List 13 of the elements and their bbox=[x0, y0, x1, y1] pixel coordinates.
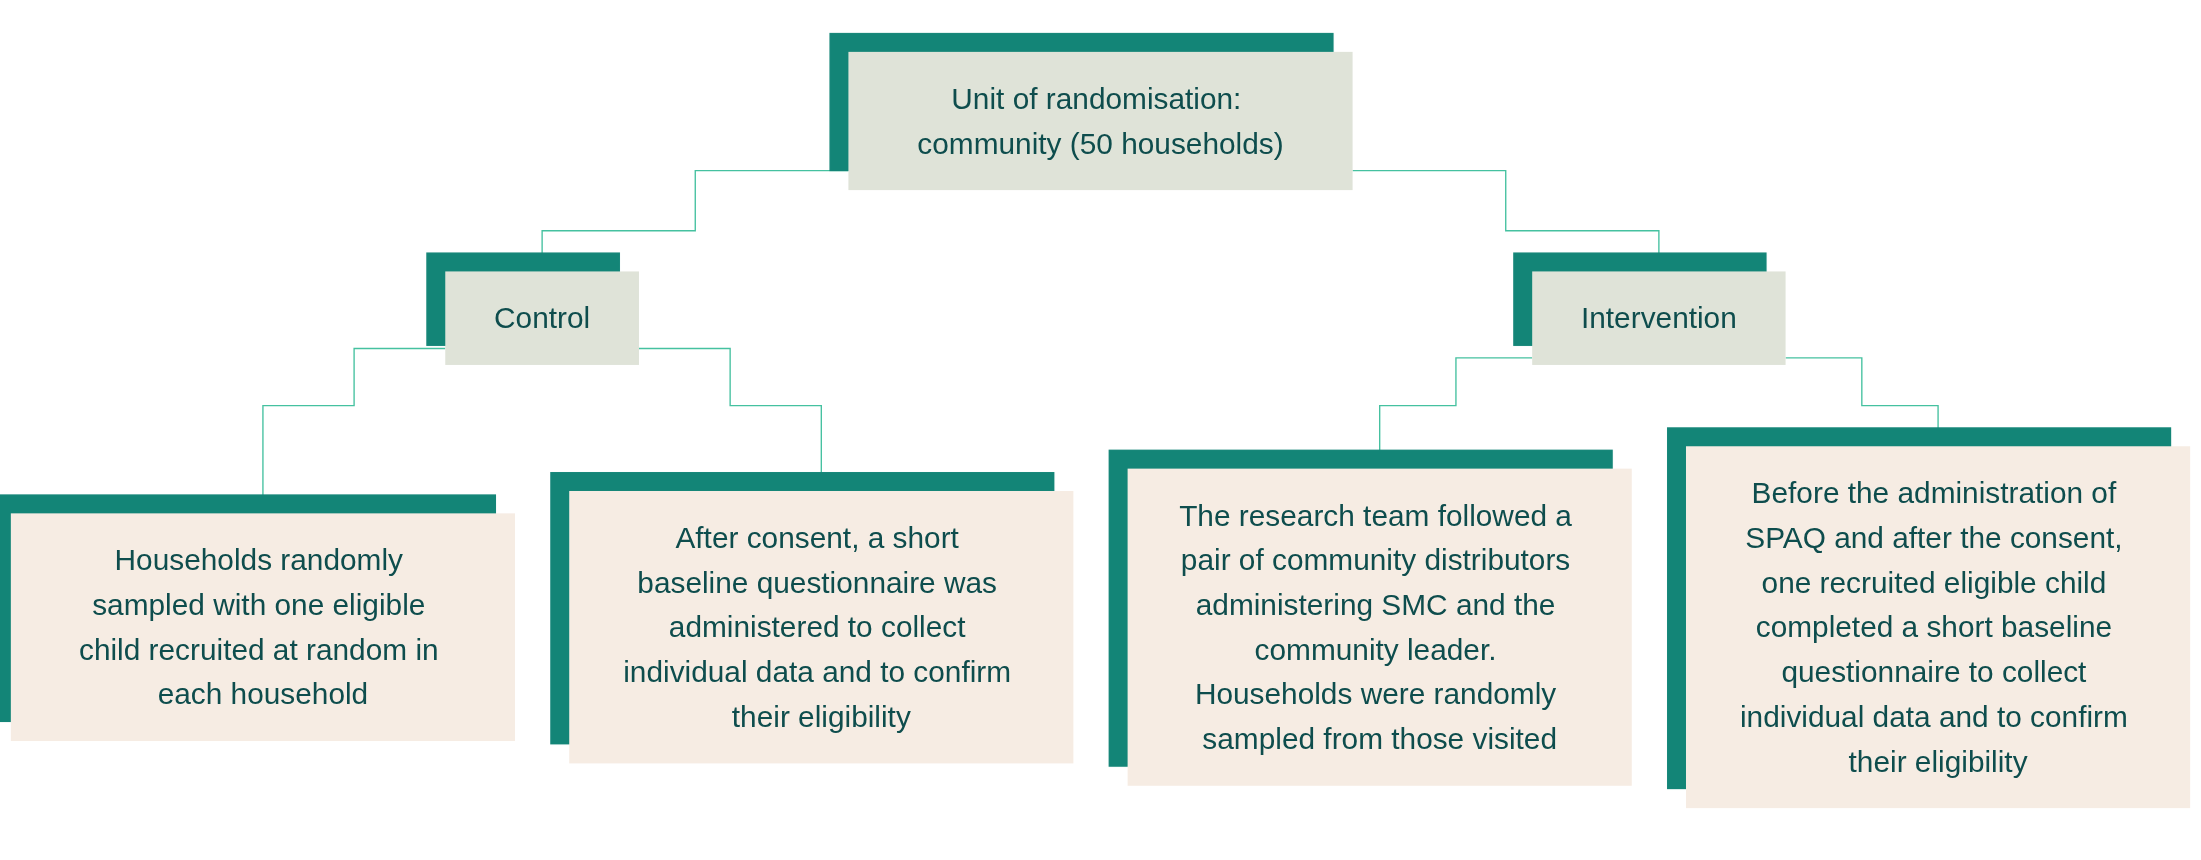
node-box: After consent, a short baseline questionnaire was administered to collect individual data and to confirm their eligibility bbox=[569, 491, 1074, 764]
node-box: Before the administration of SPAQ and after the consent, one recruited eligible child completed a short baseline questionnaire to collect individual data and to confirm their eligibility bbox=[1686, 446, 2191, 809]
connector bbox=[541, 169, 850, 273]
connector bbox=[1379, 357, 1533, 470]
connector bbox=[1351, 169, 1660, 273]
connector bbox=[262, 347, 446, 515]
node-box: Households randomly sampled with one eligible child recruited at random in each household bbox=[10, 513, 515, 742]
connector bbox=[638, 347, 822, 492]
node-box: The research team followed a pair of community distributors administering SMC and the community leader. Households were randomly sampled from those visited bbox=[1127, 468, 1632, 786]
connector bbox=[1784, 357, 1939, 447]
node-box: Control bbox=[445, 271, 639, 365]
node-box: Unit of randomisation: community (50 households) bbox=[848, 51, 1353, 191]
node-box: Intervention bbox=[1532, 271, 1786, 365]
